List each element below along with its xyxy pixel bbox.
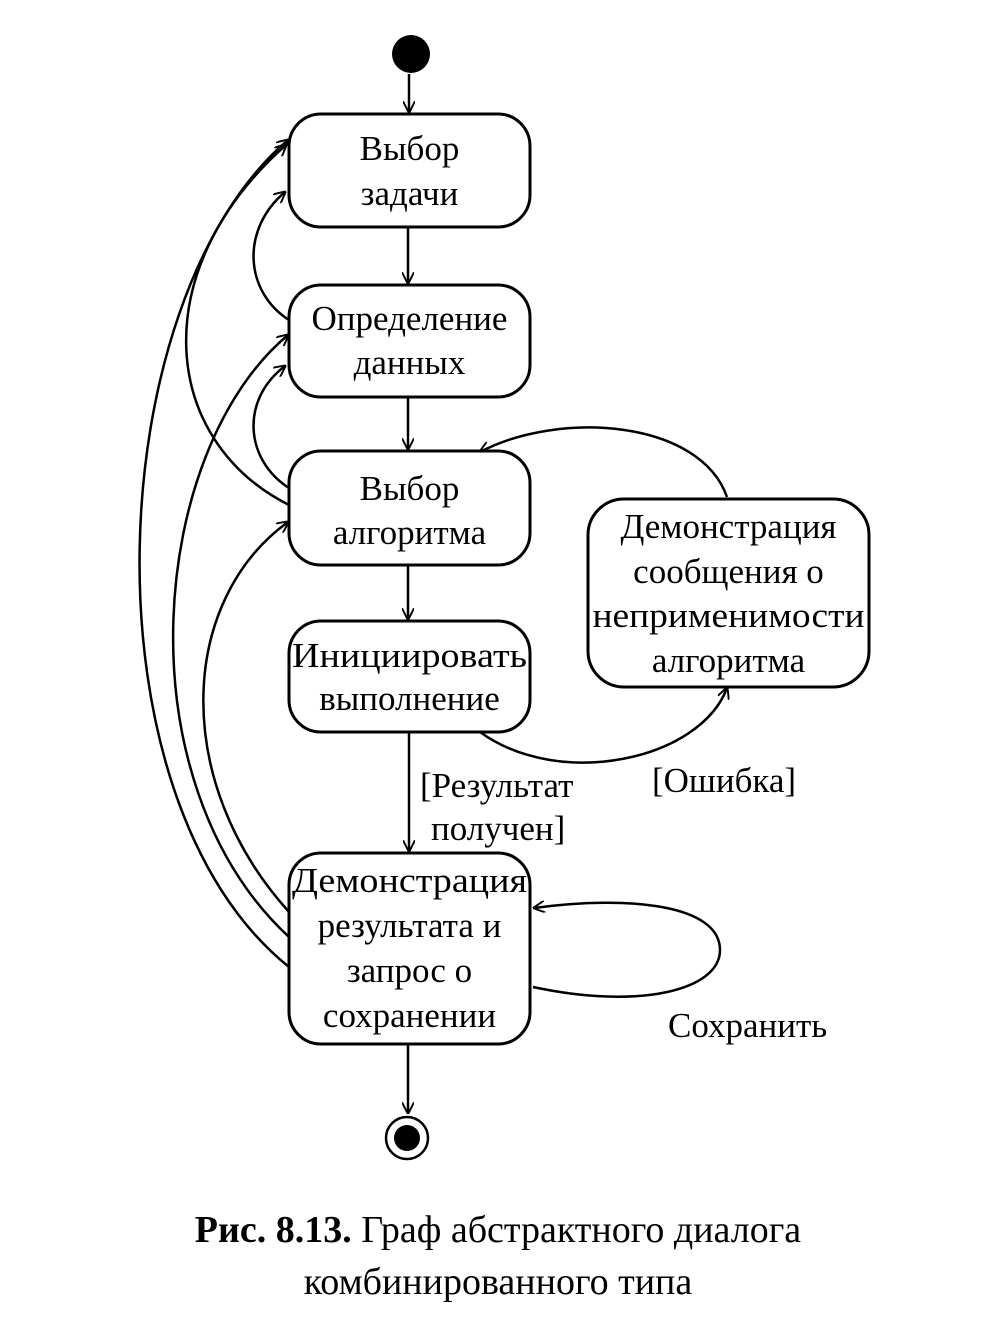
edge-show-result-back-to-select-algorithm: [202, 522, 289, 913]
state-show-result: Демонстрация результата и запрос о сохра…: [287, 851, 532, 1046]
edge-select-algorithm-back-to-define-data: [252, 366, 290, 490]
guard-error: [Ошибка]: [652, 761, 796, 800]
event-save: Сохранить: [668, 1006, 827, 1045]
state-define-data-line-2: данных: [354, 343, 466, 382]
state-select-task-line-1: Выбор: [360, 129, 460, 168]
edge-define-data-back-to-select-task: [252, 192, 290, 322]
guard-result-obtained-line-1: [Результат: [420, 766, 573, 805]
final-state: [384, 1115, 430, 1161]
edge-show-result-back-to-define-data: [171, 335, 289, 938]
state-show-result-line-1: Демонстрация: [292, 861, 527, 900]
initial-state: [392, 35, 430, 73]
edge-show-result-back-to-select-task: [138, 140, 289, 968]
state-define-data-line-1: Определение: [312, 299, 508, 338]
edge-show-error-back-to-select-algorithm: [480, 426, 729, 498]
state-start-execution-line-1: Инициировать: [292, 636, 527, 675]
state-start-execution-line-2: выполнение: [319, 679, 500, 718]
state-show-error-line-4: алгоритма: [652, 641, 806, 680]
state-select-algorithm-line-1: Выбор: [360, 469, 460, 508]
state-show-error: Демонстрация сообщения о неприменимости …: [586, 497, 871, 689]
state-show-error-line-3: неприменимости: [593, 596, 865, 635]
state-define-data: Определение данных: [287, 283, 532, 399]
state-show-error-line-1: Демонстрация: [620, 507, 836, 546]
figure-caption: Рис. 8.13. Граф абстрактного диалога: [0, 1205, 996, 1255]
edge-show-result-self-loop-save: [533, 903, 722, 998]
edge-select-algorithm-back-to-select-task: [184, 145, 290, 507]
state-select-algorithm: Выбор алгоритма: [287, 449, 532, 567]
state-select-algorithm-line-2: алгоритма: [333, 513, 487, 552]
state-show-error-line-2: сообщения о: [633, 552, 824, 591]
figure-caption-text: Граф абстрактного диалога: [361, 1209, 802, 1251]
guard-result-obtained-line-2: получен]: [431, 809, 565, 848]
figure-caption-line-2-text: комбинированного типа: [303, 1261, 693, 1303]
figure-caption-line-2: комбинированного типа: [0, 1257, 996, 1307]
state-show-result-line-3: запрос о: [347, 951, 472, 990]
state-select-task: Выбор задачи: [287, 112, 532, 229]
state-start-execution: Инициировать выполнение: [287, 619, 532, 734]
state-show-result-line-4: сохранении: [323, 996, 496, 1035]
state-select-task-line-2: задачи: [361, 174, 459, 213]
edge-start-execution-to-show-error: [479, 688, 727, 764]
figure-caption-label: Рис. 8.13.: [194, 1209, 352, 1251]
state-show-result-line-2: результата и: [318, 906, 502, 945]
